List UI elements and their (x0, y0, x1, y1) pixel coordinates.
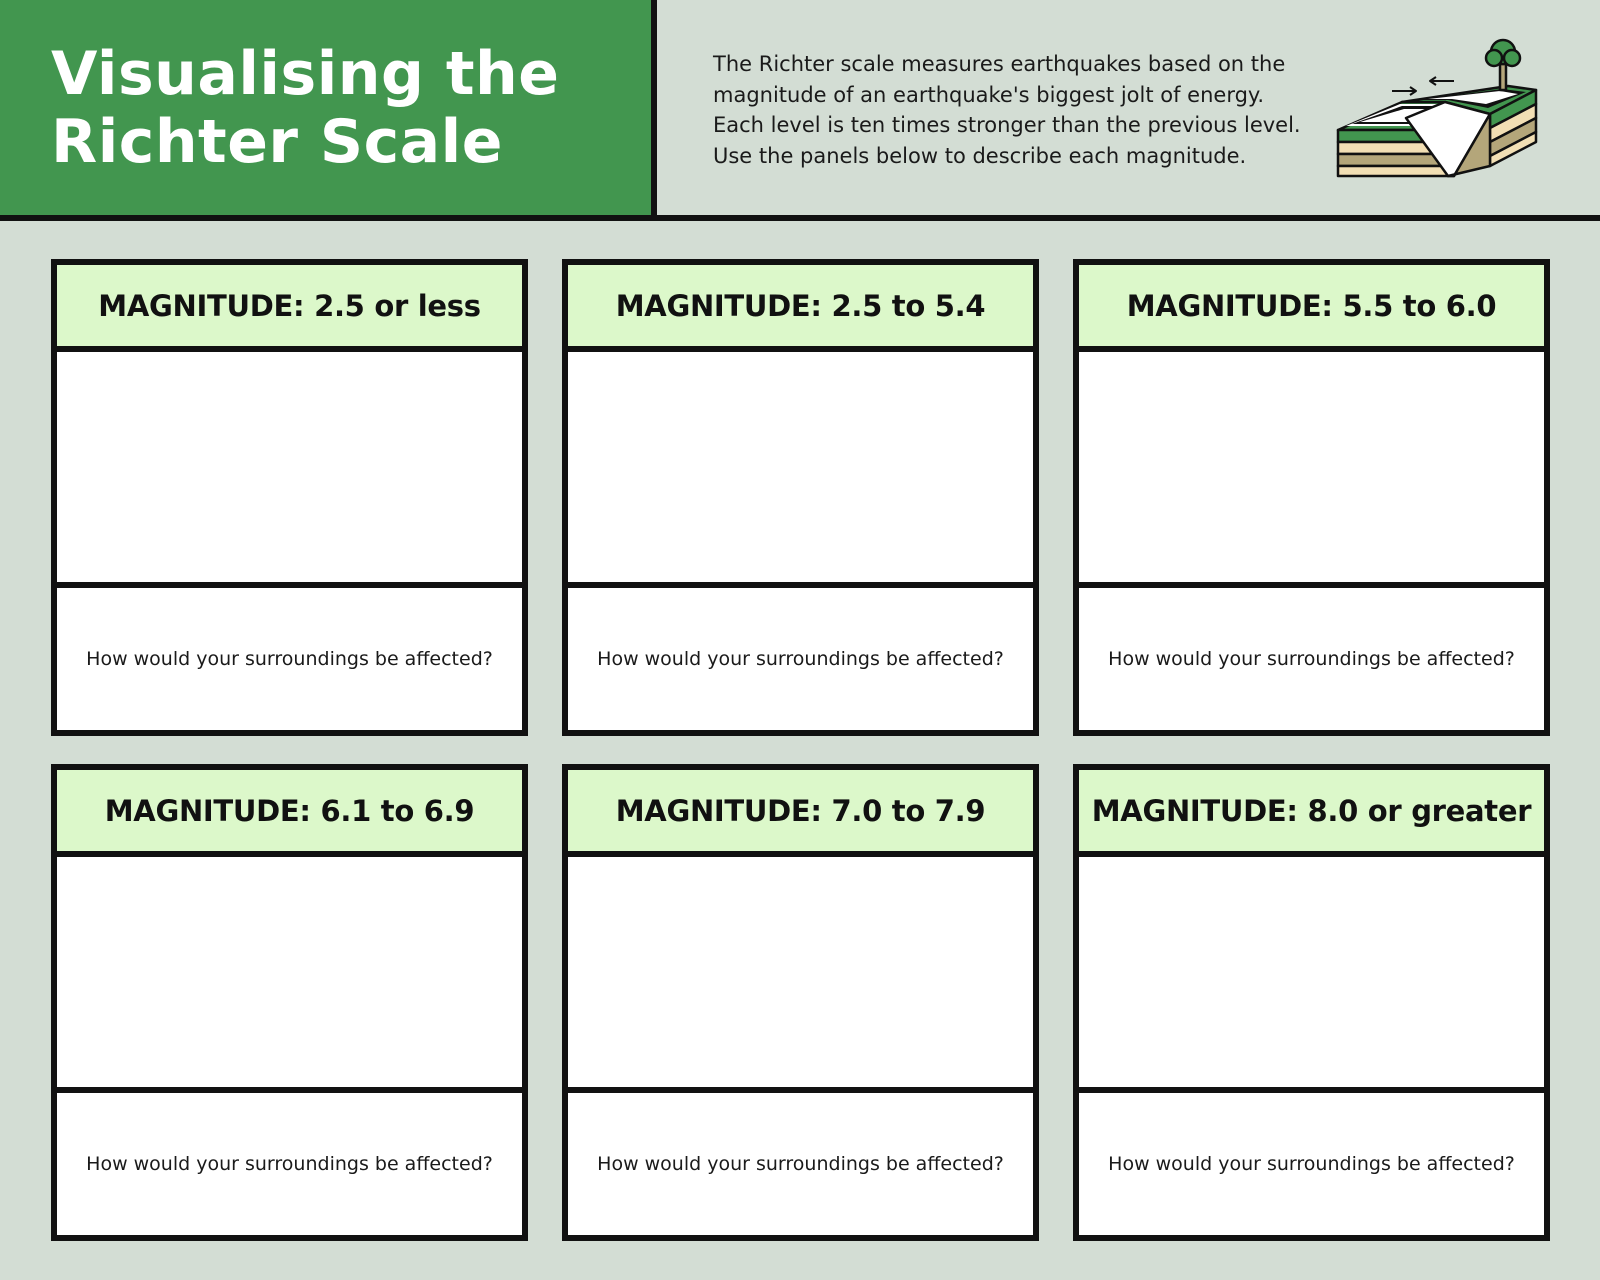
page-title: Visualising the Richter Scale (51, 40, 559, 176)
panel-title: MAGNITUDE: 8.0 or greater (1079, 770, 1544, 857)
magnitude-panel: MAGNITUDE: 5.5 to 6.0 How would your sur… (1073, 259, 1550, 736)
drawing-area[interactable] (57, 857, 522, 1093)
magnitude-panel: MAGNITUDE: 8.0 or greater How would your… (1073, 764, 1550, 1241)
magnitude-panel: MAGNITUDE: 6.1 to 6.9 How would your sur… (51, 764, 528, 1241)
intro-text: The Richter scale measures earthquakes b… (713, 49, 1313, 171)
panel-title: MAGNITUDE: 2.5 to 5.4 (568, 265, 1033, 352)
panel-title: MAGNITUDE: 2.5 or less (57, 265, 522, 352)
intro-line-4: Use the panels below to describe each ma… (713, 143, 1247, 168)
magnitude-panels: MAGNITUDE: 2.5 or less How would your su… (51, 259, 1551, 1241)
magnitude-panel: MAGNITUDE: 2.5 to 5.4 How would your sur… (562, 259, 1039, 736)
intro-line-3: Each level is ten times stronger than th… (713, 113, 1301, 137)
magnitude-panel: MAGNITUDE: 2.5 or less How would your su… (51, 259, 528, 736)
panel-question: How would your surroundings be affected? (1079, 1093, 1544, 1235)
title-block: Visualising the Richter Scale (0, 0, 657, 215)
drawing-area[interactable] (1079, 857, 1544, 1093)
drawing-area[interactable] (1079, 352, 1544, 588)
drawing-area[interactable] (568, 857, 1033, 1093)
panel-question: How would your surroundings be affected? (568, 588, 1033, 730)
intro-line-1: The Richter scale measures earthquakes b… (713, 52, 1286, 76)
panel-title: MAGNITUDE: 7.0 to 7.9 (568, 770, 1033, 857)
panel-question: How would your surroundings be affected? (568, 1093, 1033, 1235)
panel-question: How would your surroundings be affected? (57, 588, 522, 730)
panel-question: How would your surroundings be affected? (1079, 588, 1544, 730)
intro-line-2: magnitude of an earthquake's biggest jol… (713, 82, 1265, 107)
magnitude-panel: MAGNITUDE: 7.0 to 7.9 How would your sur… (562, 764, 1039, 1241)
panel-question: How would your surroundings be affected? (57, 1093, 522, 1235)
panel-title: MAGNITUDE: 5.5 to 6.0 (1079, 265, 1544, 352)
title-line-1: Visualising the (51, 39, 560, 109)
panel-title: MAGNITUDE: 6.1 to 6.9 (57, 770, 522, 857)
page-header: Visualising the Richter Scale The Richte… (0, 0, 1600, 221)
drawing-area[interactable] (568, 352, 1033, 588)
title-line-2: Richter Scale (51, 107, 503, 177)
drawing-area[interactable] (57, 352, 522, 588)
earthquake-fault-block-icon (1336, 38, 1538, 178)
